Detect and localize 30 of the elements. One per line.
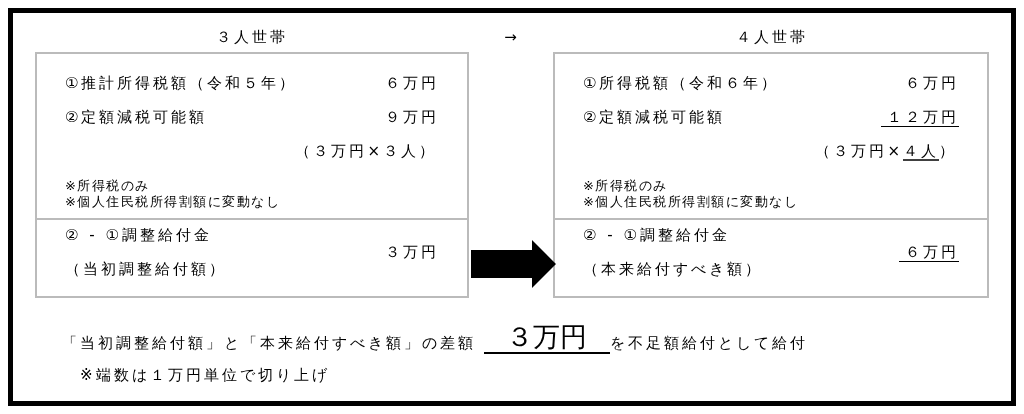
item-label: ①推計所得税額（令和５年） (65, 74, 298, 92)
arrow-symbol: → (504, 28, 520, 46)
note-text: ※所得税のみ (65, 178, 150, 194)
item-label: （本来給付すべき額） (583, 260, 763, 278)
summary-text: を不足額給付として給付 (610, 334, 808, 352)
item-label: ② - ①調整給付金 (583, 226, 730, 244)
table-panel (553, 52, 989, 298)
amount-text: ６万円 (385, 74, 439, 92)
item-label: ②定額減税可能額 (65, 108, 208, 126)
item-label: （当初調整給付額） (65, 260, 227, 278)
summary-text: 「当初調整給付額」と「本来給付すべき額」の差額 (62, 334, 476, 352)
table-panel (35, 52, 469, 298)
amount-text: ６万円 (899, 243, 959, 262)
panel-heading: ４人世帯 (736, 28, 808, 46)
amount-text: ６万円 (905, 74, 959, 92)
item-label: ②定額減税可能額 (583, 108, 726, 126)
note-text: ※端数は１万円単位で切り上げ (80, 366, 330, 384)
amount-text: ３万円 (385, 243, 439, 261)
calculation-text: （３万円×４人） (815, 142, 957, 160)
item-label: ①所得税額（令和６年） (583, 74, 780, 92)
note-text: ※所得税のみ (583, 178, 668, 194)
amount-text: ９万円 (385, 108, 439, 126)
item-label: ② - ①調整給付金 (65, 226, 212, 244)
block-arrow (471, 240, 556, 288)
calculation-text: （３万円×３人） (295, 142, 437, 160)
note-text: ※個人住民税所得割額に変動なし (583, 194, 799, 210)
panel-heading: ３人世帯 (216, 28, 288, 46)
difference-amount: ３万円 (484, 321, 610, 355)
note-text: ※個人住民税所得割額に変動なし (65, 194, 281, 210)
amount-text: １２万円 (881, 108, 959, 127)
